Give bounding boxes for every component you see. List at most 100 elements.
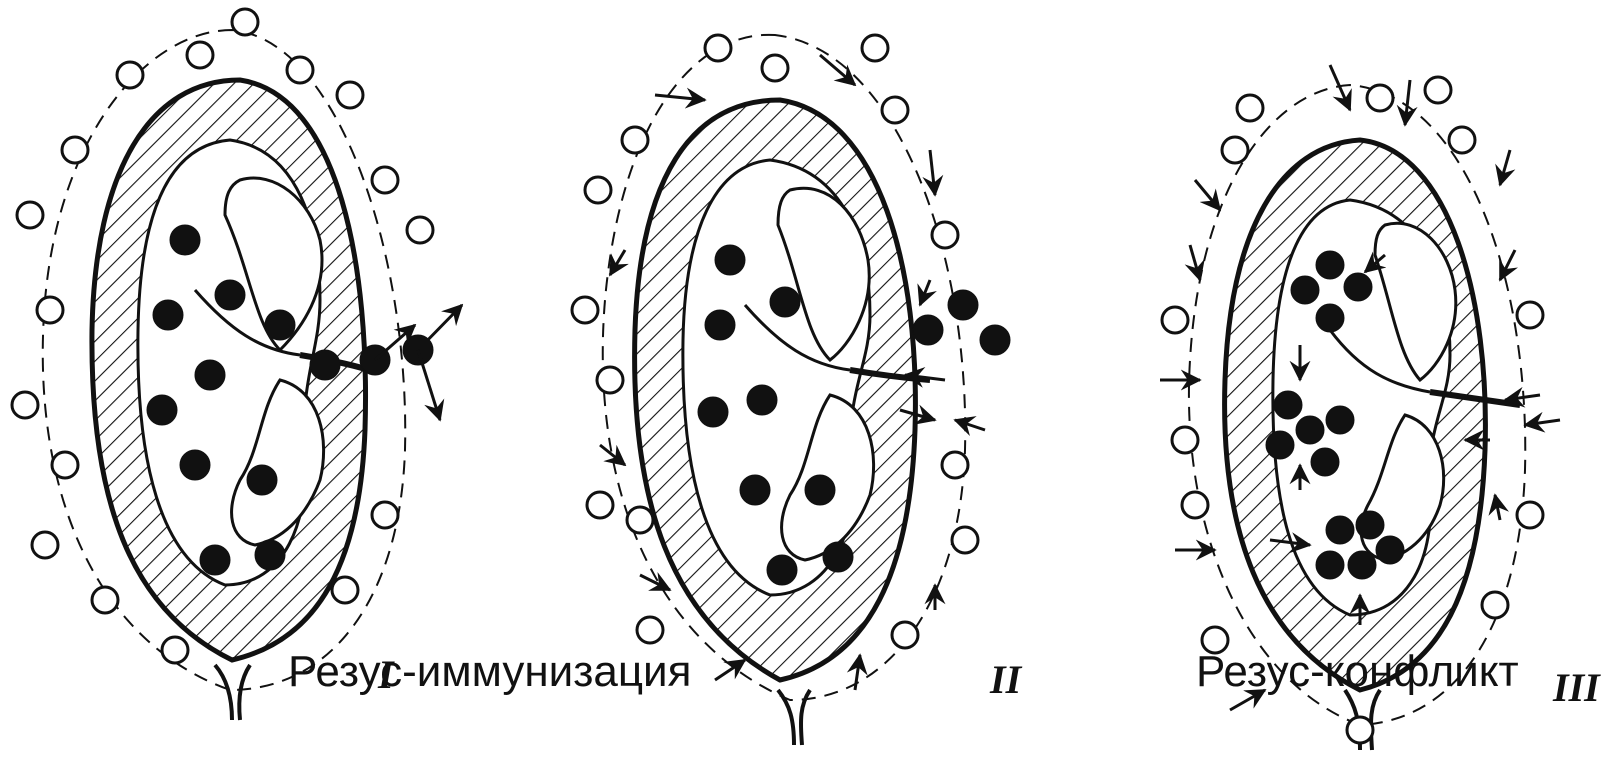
maternal-cell (1182, 492, 1208, 518)
maternal-cell (37, 297, 63, 323)
fetal-cell (1316, 251, 1344, 279)
fetal-cell (200, 545, 230, 575)
fetal-cell (805, 475, 835, 505)
maternal-cell (572, 297, 598, 323)
maternal-cell (12, 392, 38, 418)
maternal-cell (62, 137, 88, 163)
fetal-cell (948, 290, 978, 320)
fetal-cell (1316, 551, 1344, 579)
antibody-arrow-icon (820, 55, 855, 85)
antibody-arrow-icon (1190, 245, 1200, 280)
stage-numeral-iii: III (1553, 668, 1600, 708)
fetal-cell (705, 310, 735, 340)
maternal-cell (52, 452, 78, 478)
antibody-arrow-icon (610, 250, 625, 275)
fetal-cell (1344, 273, 1372, 301)
maternal-cell (705, 35, 731, 61)
maternal-cell (1425, 77, 1451, 103)
fetal-cell (153, 300, 183, 330)
maternal-cell (942, 452, 968, 478)
cervix (778, 690, 810, 745)
fetal-cell (1326, 516, 1354, 544)
fetal-cell (195, 360, 225, 390)
maternal-cell (1517, 302, 1543, 328)
maternal-cell (882, 97, 908, 123)
fetal-cell (1311, 448, 1339, 476)
fetal-cell (255, 540, 285, 570)
fetal-cell (1296, 416, 1324, 444)
fetal-cell (980, 325, 1010, 355)
fetal-cell (1326, 406, 1354, 434)
maternal-cell (1449, 127, 1475, 153)
maternal-cell (187, 42, 213, 68)
antibody-arrow-icon (920, 280, 930, 305)
fetal-cell (740, 475, 770, 505)
fetal-cell (180, 450, 210, 480)
fetal-cell (1266, 431, 1294, 459)
maternal-cell (287, 57, 313, 83)
maternal-cell (1347, 717, 1373, 743)
maternal-cell (1172, 427, 1198, 453)
maternal-cell (372, 502, 398, 528)
fetal-cell (1376, 536, 1404, 564)
fetal-cell (265, 310, 295, 340)
fetal-cell (1291, 276, 1319, 304)
caption-rh-immunization: Резус-иммунизация (288, 650, 691, 694)
maternal-cell (232, 9, 258, 35)
maternal-cell (932, 222, 958, 248)
antibody-arrow-icon (1525, 420, 1560, 425)
fetal-cell (823, 542, 853, 572)
maternal-cell (337, 82, 363, 108)
maternal-cell (17, 202, 43, 228)
fetal-cell (1348, 551, 1376, 579)
cervix (215, 665, 250, 720)
maternal-cell (1517, 502, 1543, 528)
maternal-cell (622, 127, 648, 153)
fetal-cell (770, 287, 800, 317)
antibody-arrow-icon (655, 95, 705, 100)
fetal-cell (747, 385, 777, 415)
fetal-cell (310, 350, 340, 380)
antibody-arrow-icon (855, 655, 860, 690)
fetal-cell (715, 245, 745, 275)
fetal-cell (170, 225, 200, 255)
fetal-cell (1356, 511, 1384, 539)
antibody-arrow-icon (1495, 495, 1500, 520)
maternal-cell (1482, 592, 1508, 618)
maternal-cell (407, 217, 433, 243)
fetal-cell (1274, 391, 1302, 419)
fetal-cell (767, 555, 797, 585)
antibody-arrow-icon (1405, 80, 1410, 125)
maternal-cell (1222, 137, 1248, 163)
fetal-cell (247, 465, 277, 495)
antibody-arrow-icon (1330, 65, 1350, 110)
maternal-cell (1237, 95, 1263, 121)
maternal-cell (117, 62, 143, 88)
maternal-cell (372, 167, 398, 193)
fetal-cell (698, 397, 728, 427)
fetal-cell (913, 315, 943, 345)
maternal-cell (92, 587, 118, 613)
maternal-cell (892, 622, 918, 648)
maternal-cell (162, 637, 188, 663)
maternal-cell (1162, 307, 1188, 333)
maternal-cell (587, 492, 613, 518)
maternal-cell (1367, 85, 1393, 111)
antibody-arrow-icon (930, 150, 935, 195)
caption-rh-conflict: Резус-конфликт (1196, 650, 1519, 694)
maternal-cell (627, 507, 653, 533)
stage-i-uterus (12, 9, 462, 720)
antibody-arrow-icon (715, 660, 745, 680)
antibody-arrow-icon (1500, 150, 1510, 185)
stage-ii-uterus (572, 35, 1010, 745)
stage-numeral-i: I (378, 655, 394, 695)
maternal-cell (762, 55, 788, 81)
maternal-cell (952, 527, 978, 553)
maternal-cell (585, 177, 611, 203)
maternal-cell (332, 577, 358, 603)
maternal-cell (597, 367, 623, 393)
fetal-cell (147, 395, 177, 425)
antibody-arrow-icon (1195, 180, 1220, 210)
